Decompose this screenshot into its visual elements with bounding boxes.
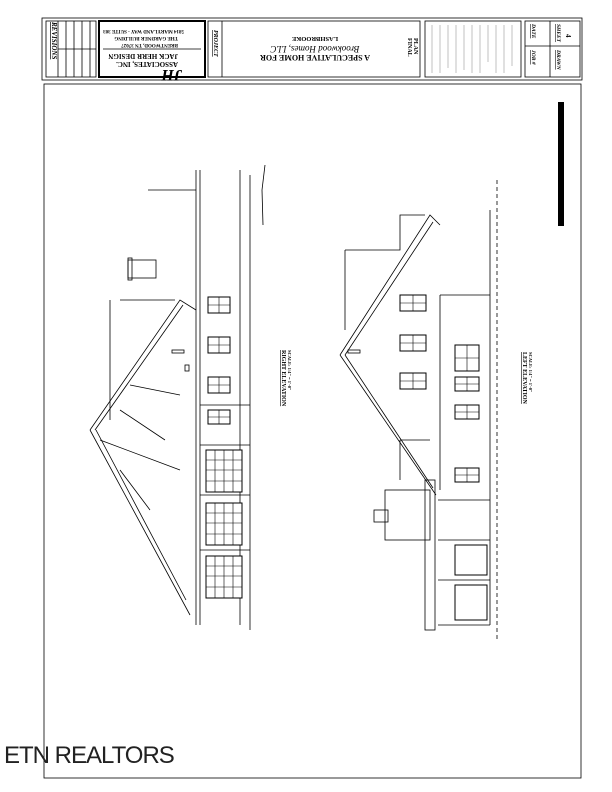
left-elevation-scale: SCALE: 1/4" = 1'-0" (528, 352, 533, 392)
notes-box (424, 20, 522, 78)
right-elevation-drawing (89, 164, 266, 630)
company-name-1: JACK HERR DESIGN (108, 52, 178, 60)
job-info-box (524, 20, 581, 78)
copyright-strip (558, 102, 564, 226)
status-line-2: PLAN (412, 38, 418, 55)
project-title-1: A SPECULATIVE HOME FOR (260, 53, 370, 62)
company-address-3: BRENTWOOD, TN 37027 (121, 42, 178, 47)
right-elevation-windows (205, 296, 243, 599)
project-label: PROJECT (212, 30, 218, 57)
general-notes (431, 25, 513, 73)
right-elevation-scale: SCALE: 1/4" = 1'-0" (287, 350, 292, 390)
garage-door-grids (206, 297, 242, 598)
status-line-1: FINAL (406, 38, 412, 57)
drawn-label: DRAWN (555, 49, 561, 71)
drawing-frame (43, 83, 582, 779)
sheet-number: 4 (564, 34, 572, 38)
company-name-2: ASSOCIATES, INC. (116, 60, 178, 68)
company-address-2: THE GARDNER BUILDING (114, 35, 178, 40)
revisions-label: REVISIONS (50, 21, 58, 59)
project-box (207, 20, 421, 78)
company-box (98, 20, 206, 78)
company-address-1: 5814 MARYLAND WAY - SUITE 303 (103, 28, 184, 33)
project-title-2: Brookwood Homes, LLC (270, 44, 360, 54)
job-label: JOB # (530, 49, 536, 65)
watermark-logo: ETN REALTORS (4, 742, 175, 769)
project-title-3: LASHBROOKE (292, 35, 338, 42)
company-logo: JH (161, 66, 183, 83)
date-label: DATE (530, 23, 536, 39)
left-elevation-drawing (339, 180, 498, 640)
right-elevation-label: RIGHT ELEVATION (280, 350, 286, 407)
title-block-border (41, 17, 583, 81)
left-elevation-label: LEFT ELEVATION (521, 352, 527, 405)
sheet-label: SHEET (555, 24, 561, 43)
left-elevation-window-grids (400, 295, 479, 482)
